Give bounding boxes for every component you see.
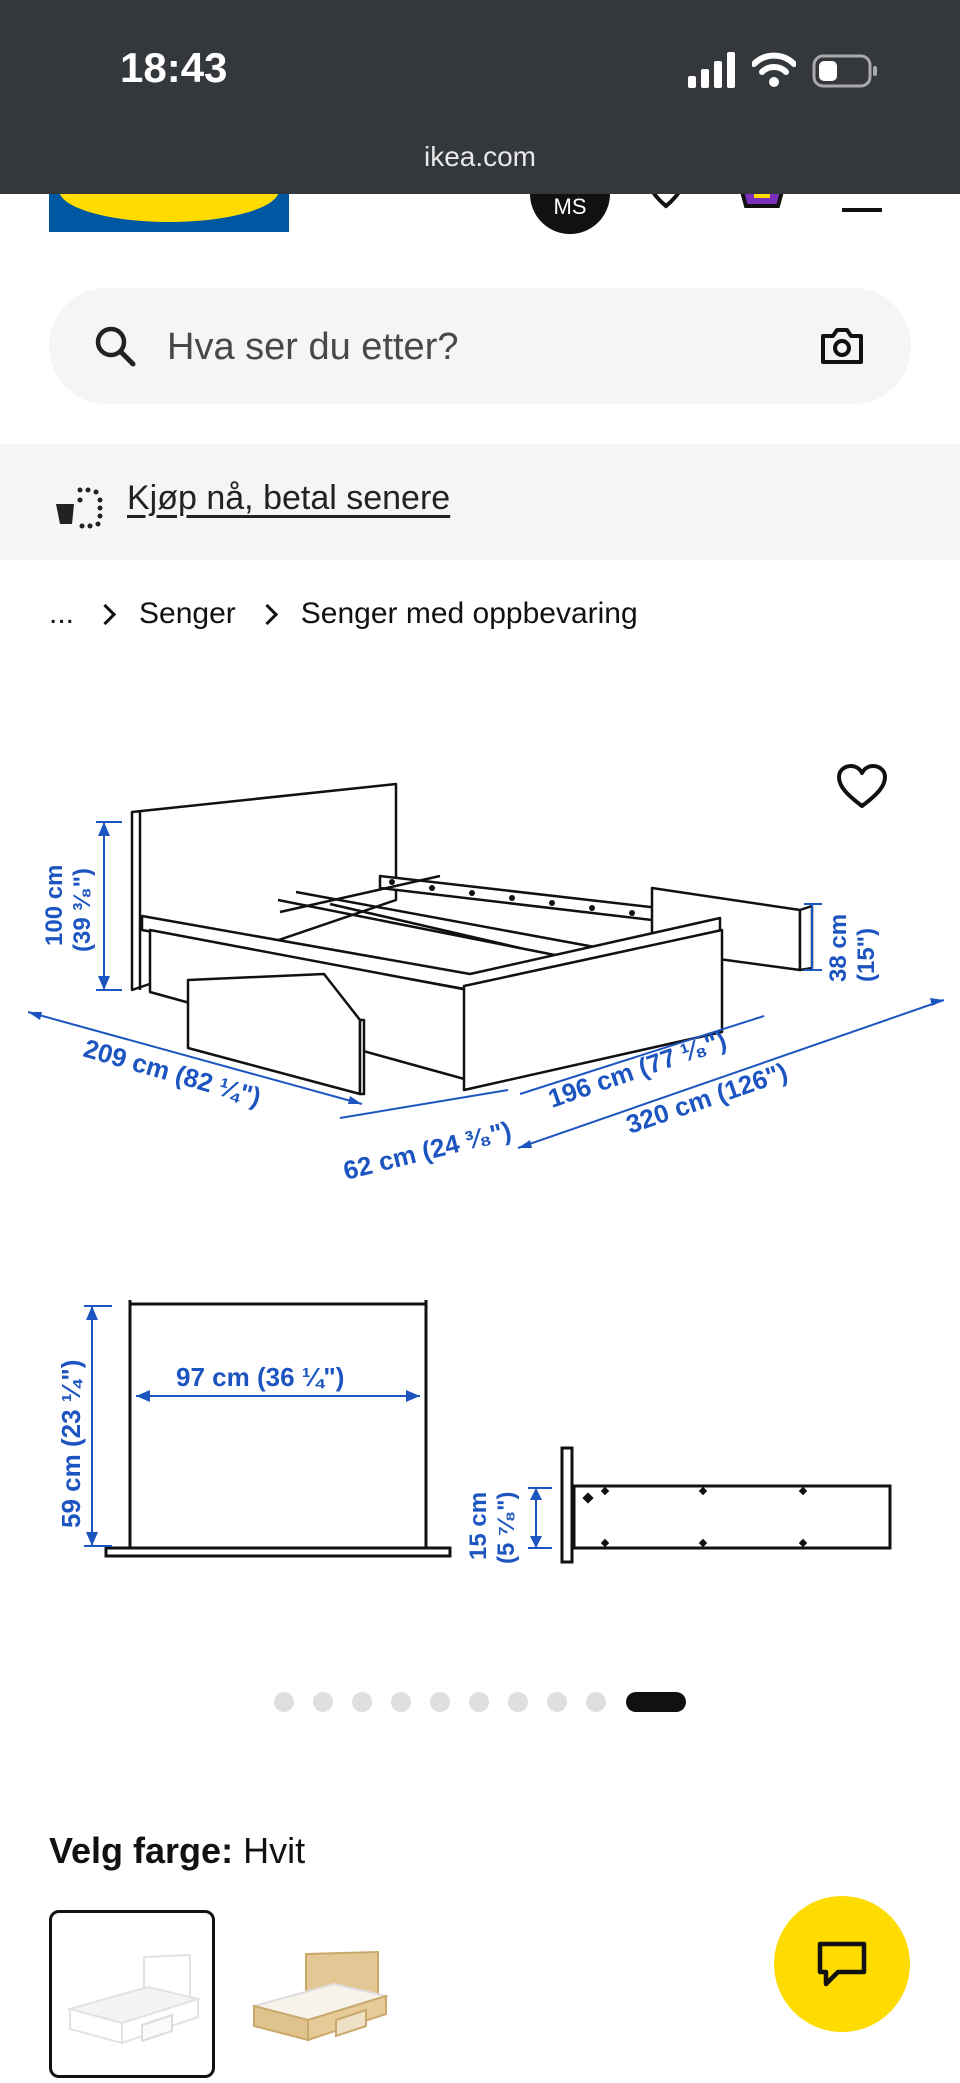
dim-bed-height: 38 cm — [825, 914, 852, 982]
dim-bed-height-inch: (15") — [853, 928, 880, 982]
carousel-dot[interactable] — [274, 1692, 294, 1712]
search-bar[interactable]: Hva ser du etter? — [49, 288, 911, 404]
dim-drawer-height: 59 cm (23 ¼") — [56, 1360, 86, 1528]
favorite-heart-icon[interactable] — [836, 764, 888, 810]
buy-now-pay-later-link[interactable]: Kjøp nå, betal senere — [127, 479, 451, 517]
chevron-right-icon — [94, 603, 117, 625]
carousel-dot[interactable] — [391, 1692, 411, 1712]
oak-bed-thumbnail — [250, 1950, 390, 2042]
payment-promo-banner: Kjøp nå, betal senere — [0, 444, 960, 560]
carousel-dot[interactable] — [508, 1692, 528, 1712]
chat-icon — [817, 1941, 867, 1987]
carousel-dot[interactable] — [430, 1692, 450, 1712]
white-bed-thumbnail — [66, 1953, 202, 2045]
carousel-dot[interactable] — [352, 1692, 372, 1712]
carousel-dot[interactable] — [469, 1692, 489, 1712]
battery-icon — [812, 54, 877, 88]
dim-drawer-width: 97 cm (36 ¼") — [176, 1362, 344, 1392]
search-icon — [95, 326, 136, 367]
breadcrumb-senger-med-oppbevaring[interactable]: Senger med oppbevaring — [300, 597, 638, 630]
dim-headboard-height-inch: (39 ³⁄₈") — [69, 868, 96, 952]
color-selection-label: Velg farge: Hvit — [49, 1830, 306, 1871]
breadcrumb-ellipsis[interactable]: ... — [49, 597, 75, 630]
signal-icon — [688, 52, 735, 88]
chevron-right-icon — [256, 603, 278, 625]
carousel-dot-active[interactable] — [626, 1692, 686, 1712]
site-header: MS — [0, 194, 960, 260]
avatar[interactable]: MS — [530, 194, 610, 234]
clock: 18:43 — [120, 44, 228, 91]
chat-button[interactable] — [774, 1896, 910, 2032]
breadcrumb: ... Senger Senger med oppbevaring — [49, 592, 638, 636]
color-swatch-oak[interactable] — [238, 1910, 404, 2078]
dim-drawer-depth: 62 cm (24 ³⁄₈") — [340, 1115, 514, 1186]
address-bar-url[interactable]: ikea.com — [423, 141, 537, 172]
selected-color: Hvit — [243, 1830, 306, 1871]
carousel-dot[interactable] — [547, 1692, 567, 1712]
ikea-logo[interactable] — [49, 194, 289, 232]
wifi-icon — [752, 52, 796, 87]
dim-headboard-height: 100 cm — [41, 865, 68, 946]
search-input[interactable]: Hva ser du etter? — [167, 326, 459, 368]
carousel-dot[interactable] — [586, 1692, 606, 1712]
installment-icon — [56, 487, 103, 529]
color-swatch-white[interactable] — [49, 1910, 215, 2078]
status-bar: 18:43 ikea.com — [0, 0, 960, 194]
bag-icon[interactable] — [738, 194, 786, 214]
carousel-indicator — [0, 1690, 960, 1714]
carousel-dot[interactable] — [313, 1692, 333, 1712]
product-dimension-drawing[interactable]: 100 cm (39 ³⁄₈") 209 cm (82 ¼") 62 cm (2… — [0, 720, 960, 1660]
breadcrumb-senger[interactable]: Senger — [139, 597, 236, 630]
menu-icon[interactable] — [842, 204, 882, 216]
dim-side-height: 15 cm — [465, 1492, 492, 1560]
camera-icon[interactable] — [819, 324, 865, 366]
heart-icon[interactable] — [644, 194, 688, 214]
dim-side-height-inch: (5 ⁷⁄₈") — [493, 1491, 520, 1564]
